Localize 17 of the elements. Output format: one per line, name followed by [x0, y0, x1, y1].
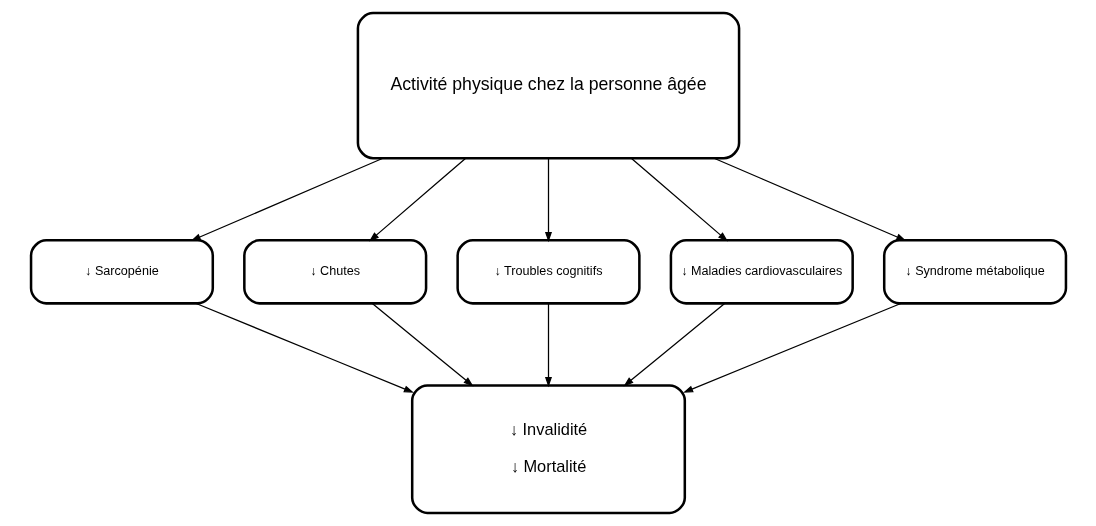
node-box: ↓ Chutes	[242, 239, 427, 305]
arrow	[190, 157, 383, 241]
node-box: ↓ Invalidité ↓ Mortalité	[410, 384, 686, 515]
node-box: ↓ Syndrome métabolique	[882, 239, 1067, 305]
arrow	[368, 157, 466, 242]
node-box: ↓ Troubles cognitifs	[455, 239, 641, 305]
arrow	[544, 302, 552, 388]
node-box: ↓ Maladies cardiovasculaires	[669, 239, 854, 305]
arrow	[195, 302, 414, 393]
arrow	[623, 302, 725, 387]
arrow	[371, 302, 473, 387]
node-box: ↓ Sarcopénie	[29, 239, 214, 305]
arrow	[713, 157, 906, 241]
arrow	[682, 302, 901, 393]
arrow	[630, 157, 728, 242]
arrow	[544, 157, 552, 243]
node-box: Activité physique chez la personne âgée	[356, 11, 740, 160]
